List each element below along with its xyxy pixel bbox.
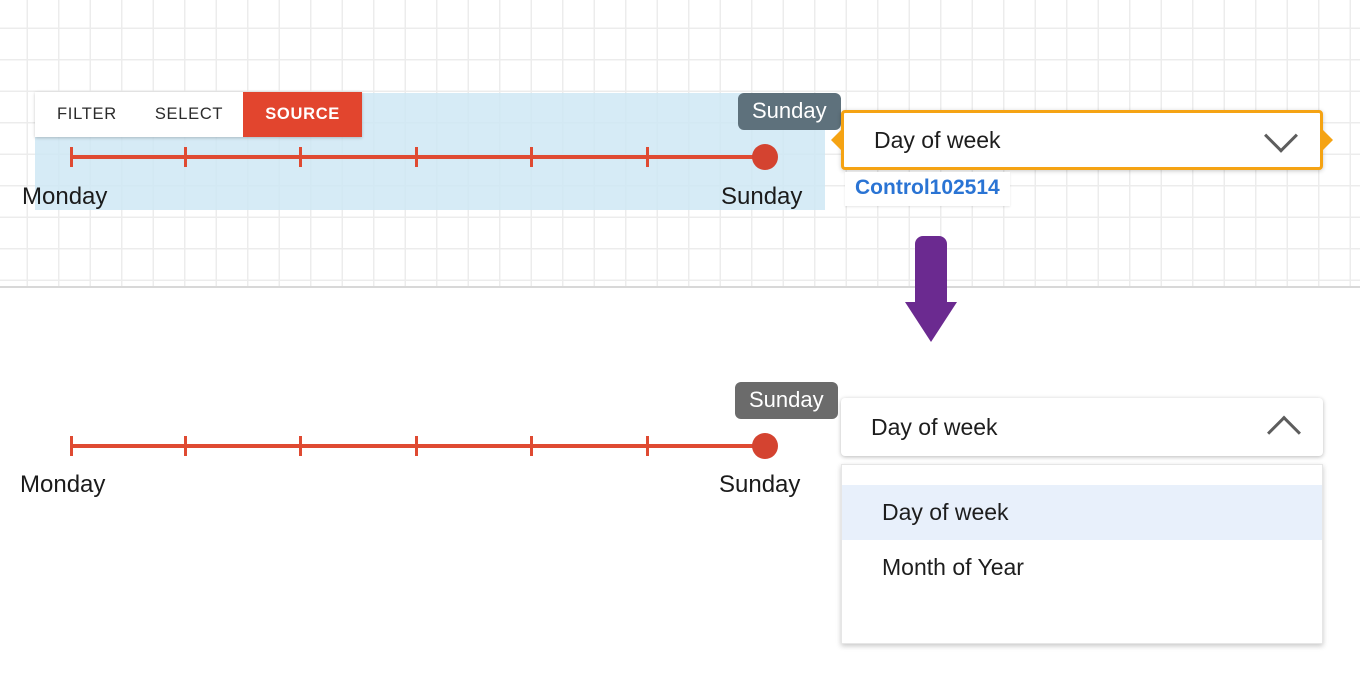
slider-tick xyxy=(299,147,302,167)
panel-divider xyxy=(0,286,1360,288)
dropdown-option-month-of-year[interactable]: Month of Year xyxy=(882,554,1024,580)
dimension-dropdown-top-wrap: Day of week xyxy=(831,110,1333,170)
dimension-dropdown-options-list: Day of week Month of Year xyxy=(841,464,1323,644)
dimension-dropdown-bottom-wrap: Day of week Day of week Month of Year xyxy=(841,398,1323,644)
slider-tick xyxy=(415,436,418,456)
dimension-dropdown-top-value: Day of week xyxy=(874,126,1001,153)
slider-end-label-bottom: Sunday xyxy=(719,471,801,498)
slider-value-tooltip-top: Sunday xyxy=(738,93,841,131)
chevron-down-icon[interactable] xyxy=(1260,118,1302,153)
slider-tick xyxy=(70,147,73,167)
slider-start-label-top: Monday xyxy=(22,183,108,210)
slider-tick xyxy=(530,436,533,456)
dimension-dropdown-top[interactable]: Day of week xyxy=(831,110,1333,170)
slider-tick xyxy=(184,147,187,167)
control-id-tooltip: Control102514 xyxy=(845,172,1010,206)
slider-tick xyxy=(184,436,187,456)
slider-tick xyxy=(646,436,649,456)
dimension-dropdown-bottom-value: Day of week xyxy=(871,413,998,440)
chevron-up-icon[interactable] xyxy=(1263,415,1305,450)
slider-tick xyxy=(530,147,533,167)
slider-handle[interactable] xyxy=(752,433,778,459)
context-toolbar: FILTER SELECT SOURCE xyxy=(35,92,363,137)
selection-marker-right-icon xyxy=(1320,127,1333,153)
slider-tick xyxy=(299,436,302,456)
down-arrow-annotation-icon xyxy=(903,228,959,353)
slider-end-label-top: Sunday xyxy=(721,183,803,210)
selection-marker-left-icon xyxy=(831,127,844,153)
toolbar-button-select[interactable]: SELECT xyxy=(134,92,244,137)
toolbar-button-filter[interactable]: FILTER xyxy=(35,92,135,137)
slider-tick xyxy=(70,436,73,456)
slider-tick xyxy=(415,147,418,167)
slider-value-tooltip-bottom: Sunday xyxy=(735,382,838,420)
dropdown-option-day-of-week[interactable]: Day of week xyxy=(842,485,1322,540)
slider-start-label-bottom: Monday xyxy=(20,471,106,498)
slider-handle[interactable] xyxy=(752,144,778,170)
slider-tick xyxy=(646,147,649,167)
toolbar-button-source[interactable]: SOURCE xyxy=(243,92,363,137)
dimension-dropdown-bottom[interactable]: Day of week xyxy=(841,398,1323,456)
